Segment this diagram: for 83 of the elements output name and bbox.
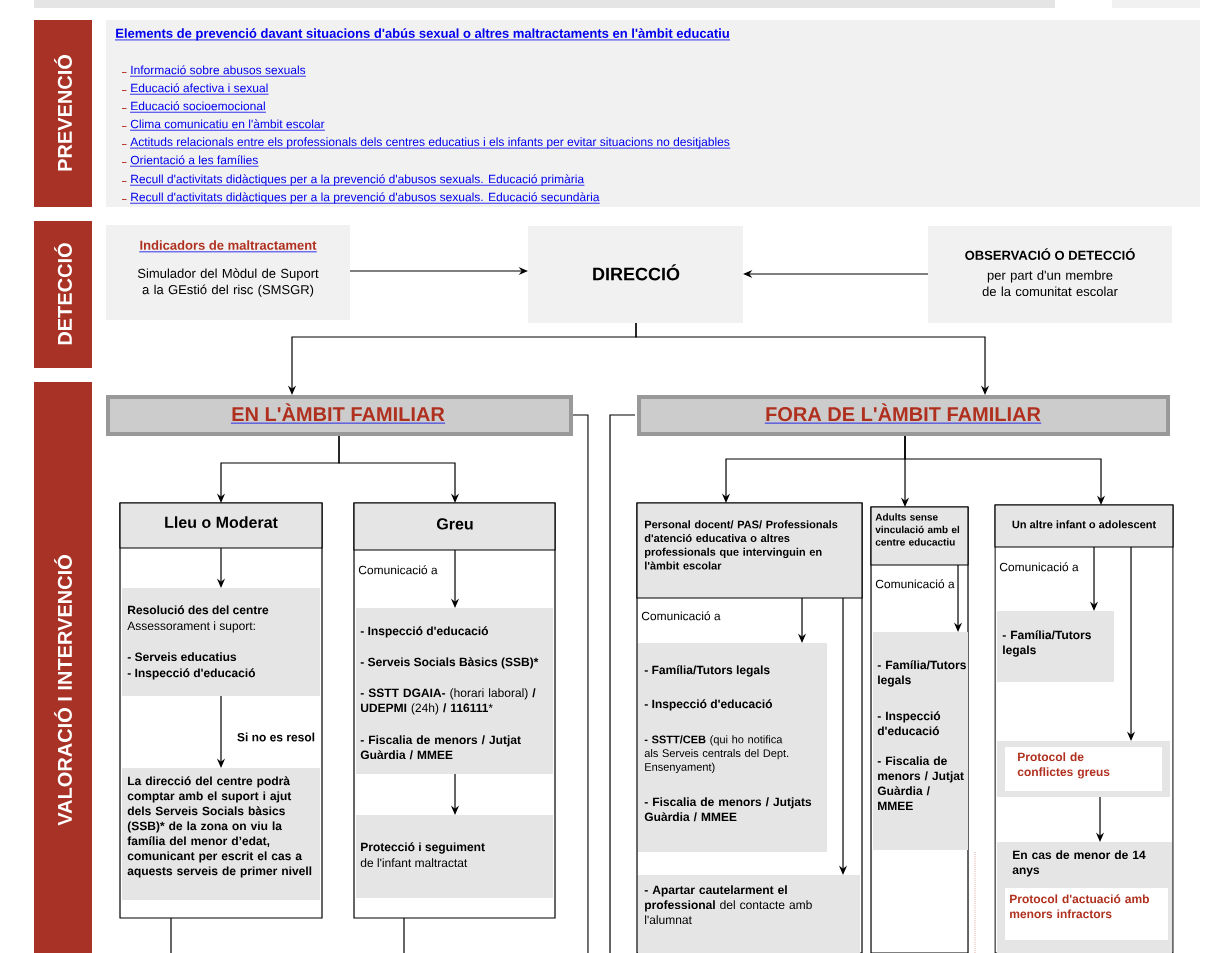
box-text: OBSERVACIÓ O DETECCIÓ — [965, 248, 1135, 260]
column-header — [994, 504, 1174, 548]
list-box — [638, 643, 827, 852]
link-text: FORA DE L'ÀMBIT FAMILIAR — [764, 403, 1042, 424]
box-text: - SSTT/CEB (qui ho notifica als Serveis centrals del Dept. Ensenyament) — [644, 735, 789, 773]
box-text: Comunicació a — [358, 565, 438, 575]
link-box — [1005, 888, 1168, 940]
link-text: Protocol d'actuació amb menors infractors — [1010, 894, 1149, 919]
band-label: PREVENCIÓ — [54, 54, 72, 171]
section-band — [34, 221, 92, 368]
section-band — [34, 20, 92, 207]
connector-line — [170, 917, 172, 953]
arrow — [904, 435, 1106, 505]
link-text: Informació sobre abusos sexuals — [129, 65, 307, 77]
link-text: EN L'ÀMBIT FAMILIAR — [230, 403, 446, 424]
list-box — [356, 815, 553, 898]
box-text: Un altre infant o adolescent — [1012, 520, 1156, 529]
column-header — [119, 502, 323, 549]
box-text: Personal docent/ PAS/ Professionals d'atenció educativa o altres professionals que intervinguin en l'àmbit escolar — [644, 520, 838, 570]
list-box — [122, 588, 320, 696]
column-header — [353, 502, 556, 551]
box-text: - SSTT DGAIA- (horari laboral) / UDEPMI (24h) / 116111* — [360, 688, 536, 715]
box-text: Lleu o Moderat — [165, 516, 278, 528]
link-text: Educació socioemocional — [129, 101, 267, 113]
info-box — [106, 225, 350, 320]
box-text: - Apartar cautelarment el professional del contacte amb l'alumnat — [644, 885, 812, 925]
box-text: - Fiscalia de menors / Jutjats Guàrdia / MMEE — [644, 797, 812, 822]
box-text: Adults sense vinculació amb el centre educactiu — [875, 513, 960, 546]
column-header — [636, 502, 863, 599]
box-text: Protecció i seguiment — [361, 842, 485, 854]
box-text: - Fiscalia de menors / Jutjat Guàrdia / MMEE — [877, 756, 964, 810]
info-panel — [106, 20, 1200, 207]
link-text: Actituds relacionals entre els professionals dels centres educatius i els infants per evitar situacions no desitjables — [129, 137, 731, 149]
connector-line — [609, 414, 636, 953]
process-box — [528, 226, 743, 323]
section-band — [34, 382, 92, 953]
box-text: Simulador del Mòdul de Suport a la GEstió del risc (SMSGR) — [137, 268, 319, 297]
link-text: Educació afectiva i sexual — [129, 83, 269, 95]
list-box — [122, 768, 320, 900]
list-box — [356, 608, 553, 774]
box-text: DIRECCIÓ — [593, 264, 680, 281]
info-box — [928, 226, 1172, 323]
box-text: - Família/Tutors legals — [877, 660, 966, 687]
column-header — [870, 506, 969, 566]
band-label: VALORACIÓ I INTERVENCIÓ — [54, 555, 72, 826]
box-text: Resolució des del centre — [128, 605, 269, 615]
link-text: Indicadors de maltractament — [138, 240, 318, 253]
box-text: - Inspecció d'educació — [644, 699, 772, 711]
connector-line — [572, 414, 589, 953]
link-text: Protocol de conflictes greus — [1017, 752, 1110, 779]
link-text: Recull d'activitats didàctiques per a la prevenció d'abusos sexuals. Educació secundària — [129, 192, 601, 204]
box-text: Greu — [437, 518, 473, 530]
link-box — [997, 741, 1170, 797]
header-bar — [637, 395, 1170, 436]
box-text: - Serveis educatius — [127, 652, 237, 662]
list-box — [638, 875, 860, 953]
link-text: Clima comunicatiu en l'àmbit escolar — [129, 119, 326, 131]
link-text: Orientació a les famílies — [129, 155, 259, 167]
box-text: - Família/Tutors legals — [644, 665, 770, 677]
box-text: - Fiscalia de menors / Jutjat Guàrdia / MMEE — [360, 735, 521, 760]
connector-line — [403, 917, 405, 953]
box-text: - Família/Tutors legals — [1002, 630, 1091, 657]
box-text: de l'infant maltractat — [360, 858, 468, 868]
box-text: Assessorament i suport: — [127, 621, 255, 633]
list-box — [873, 632, 968, 850]
link-text: Recull d'activitats didàctiques per a la prevenció d'abusos sexuals. Educació primària — [129, 174, 585, 186]
arrow — [635, 322, 990, 395]
list-box — [997, 611, 1114, 682]
box-text: Comunicació a — [875, 579, 955, 589]
box-text: per part d'un membre de la comunitat escolar — [982, 270, 1118, 297]
header-bar — [106, 395, 573, 436]
box-text: En cas de menor de 14 anys — [1012, 850, 1146, 877]
box-text: - Serveis Socials Bàsics (SSB)* — [360, 657, 539, 669]
edge-label: Si no es resol — [235, 731, 317, 743]
heading-link: Elements de prevenció davant situacions d'abús sexual o altres maltractaments en l'àmbit educatiu — [114, 28, 731, 41]
box-text: - Inspecció d'educació — [877, 711, 941, 736]
box-text: Comunicació a — [641, 611, 721, 621]
arrow — [338, 435, 460, 503]
box-text: - Inspecció d'educació — [127, 668, 255, 680]
box-text: - Inspecció d'educació — [360, 626, 488, 638]
band-label: DETECCIÓ — [54, 243, 72, 345]
box-text: Comunicació a — [999, 562, 1079, 572]
box-text: La direcció del centre podrà comptar amb el suport i ajut dels Serveis Socials bàsics (SSB)* de la zona on viu la família del menor d’edat, comunicant per escrit el cas a aquests serveis de primer nivell — [127, 776, 312, 878]
